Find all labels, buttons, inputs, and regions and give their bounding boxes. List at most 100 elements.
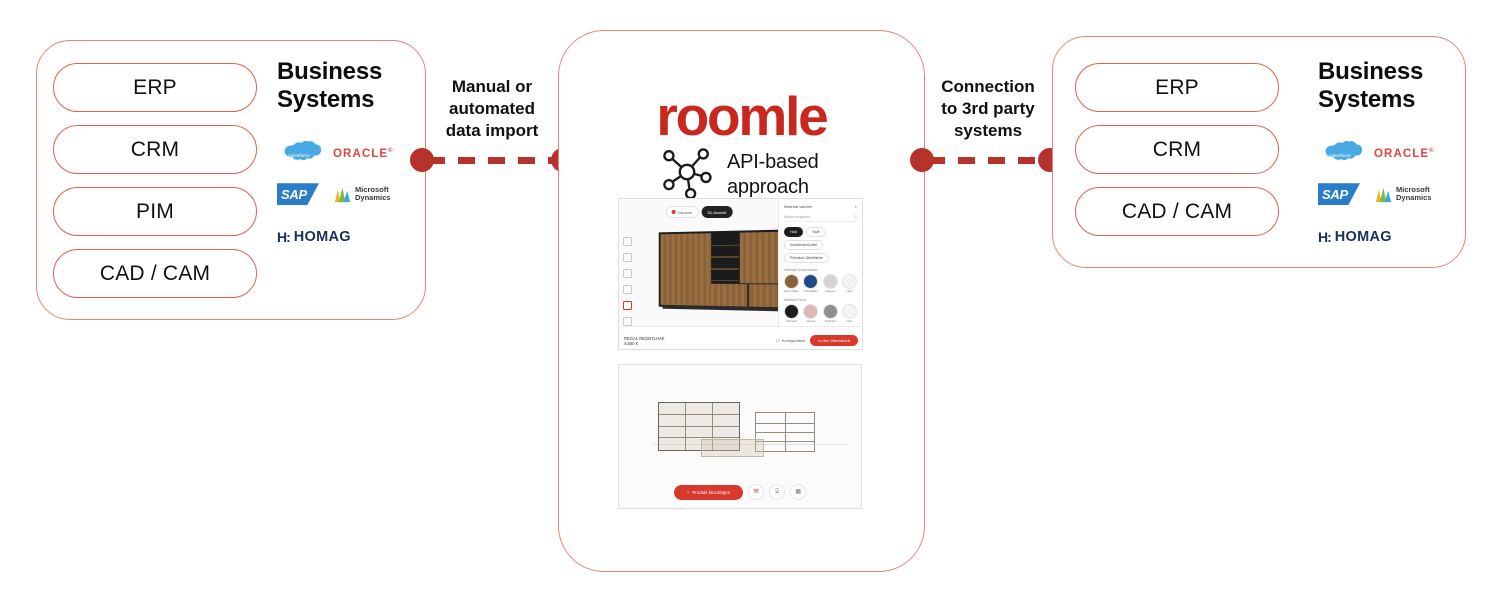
swatch[interactable]: Schwarz bbox=[783, 304, 800, 323]
pill-erp[interactable]: ERP bbox=[1075, 63, 1279, 112]
pill-label: PIM bbox=[136, 199, 174, 223]
swatch-color bbox=[822, 304, 838, 320]
swatch[interactable]: Eiche Natur bbox=[783, 274, 800, 293]
layout-tool-icon[interactable]: ▦ bbox=[790, 484, 807, 500]
furniture-tool-glyph: ⚒ bbox=[753, 489, 759, 495]
chip-stoff[interactable]: Stoff bbox=[806, 227, 826, 237]
pill-label: CRM bbox=[1152, 137, 1202, 161]
grid-tool-icon[interactable] bbox=[623, 285, 632, 294]
layout-tool-glyph: ▦ bbox=[795, 489, 802, 495]
chip-holz[interactable]: Holz bbox=[784, 227, 804, 237]
api-approach-row: API-based approach bbox=[659, 144, 819, 205]
plus-icon: + bbox=[686, 489, 690, 495]
zoom-tool-icon[interactable] bbox=[623, 317, 632, 326]
share-configuration-link[interactable]: ☐ Konfiguration bbox=[776, 338, 805, 343]
sidebar-filter-chips[interactable]: Holz Stoff Kunstleder/Leder Premium Ober… bbox=[779, 222, 862, 263]
sideboard-unit[interactable] bbox=[701, 439, 765, 457]
configurator-edit-tab[interactable]: Variante bbox=[665, 206, 699, 218]
shelf-unit-right[interactable] bbox=[754, 412, 816, 453]
planner-3d-stage[interactable]: + Produkt hinzufügen ⚒ ⌸ ▦ bbox=[619, 365, 861, 508]
swatch-more[interactable]: mehr bbox=[841, 304, 858, 323]
sap-wordmark: SAP bbox=[277, 183, 319, 206]
measure-tool-icon[interactable] bbox=[623, 253, 632, 262]
configurator-actions[interactable]: ☐ Konfiguration In den Warenkorb bbox=[776, 334, 858, 346]
swatch[interactable]: Altrosa bbox=[802, 304, 819, 323]
add-product-button[interactable]: + Produkt hinzufügen bbox=[673, 484, 744, 500]
add-to-cart-button[interactable]: In den Warenkorb bbox=[810, 334, 858, 346]
swatch[interactable]: Anthrazit bbox=[822, 304, 839, 323]
configurator-tool-rail[interactable] bbox=[623, 237, 632, 326]
swatch-color bbox=[803, 304, 819, 320]
pill-erp[interactable]: ERP bbox=[53, 63, 257, 112]
price-value: 4.500 € bbox=[624, 341, 638, 347]
shelf-line bbox=[658, 425, 739, 427]
share-icon: ☐ bbox=[776, 337, 780, 343]
oracle-registered-mark: ® bbox=[388, 148, 394, 155]
rotate-tool-icon[interactable] bbox=[623, 237, 632, 246]
sidebar-search-input[interactable]: Suche eingeben ⚲ bbox=[784, 213, 857, 222]
sap-label: SAP bbox=[281, 186, 307, 202]
wardrobe-drawer-row bbox=[711, 283, 786, 308]
material-group-2-swatches[interactable]: Schwarz Altrosa Anthrazit bbox=[779, 304, 862, 323]
ar-tool-icon[interactable] bbox=[623, 301, 632, 310]
swatch[interactable]: Kobaltblau bbox=[802, 274, 819, 293]
swatch-label-line-1: Eiche Natur bbox=[784, 289, 799, 293]
oracle-registered-mark: ® bbox=[1429, 148, 1435, 155]
label-line-1: Manual or bbox=[451, 77, 533, 96]
configurator-3d-tab[interactable]: 3D Ansicht bbox=[701, 206, 733, 218]
swatch[interactable]: Hellgrau bbox=[822, 274, 839, 293]
pill-crm[interactable]: CRM bbox=[53, 125, 257, 174]
pill-label: ERP bbox=[1155, 75, 1199, 99]
pill-label: ERP bbox=[133, 75, 177, 99]
heading-line-1: Business bbox=[277, 58, 383, 85]
right-connector bbox=[910, 148, 1062, 172]
left-pill-list: ERP CRM PIM CAD / CAM bbox=[53, 63, 257, 298]
api-approach-text: API-based approach bbox=[727, 150, 819, 199]
business-systems-heading: Business Systems bbox=[277, 58, 412, 113]
configurator-3d-stage[interactable]: Variante 3D Ansicht bbox=[619, 199, 788, 327]
pill-crm[interactable]: CRM bbox=[1075, 125, 1279, 174]
pill-cad-cam[interactable]: CAD / CAM bbox=[53, 249, 257, 298]
search-icon[interactable]: ⚲ bbox=[854, 215, 857, 219]
api-network-icon bbox=[659, 144, 715, 205]
chip-premium[interactable]: Premium Oberfläche bbox=[784, 253, 829, 263]
label-line-3: systems bbox=[953, 120, 1023, 140]
dynamics-chart-icon bbox=[333, 185, 352, 204]
room-planner-screenshot[interactable]: + Produkt hinzufügen ⚒ ⌸ ▦ bbox=[618, 364, 862, 509]
configurator-3d-label: 3D Ansicht bbox=[707, 209, 727, 215]
furniture-tool-icon[interactable]: ⚒ bbox=[748, 484, 765, 500]
swatch-label: Altrosa bbox=[807, 320, 816, 323]
product-configurator-screenshot[interactable]: Variante 3D Ansicht bbox=[618, 198, 863, 350]
configurator-material-sidebar[interactable]: Material wählen × Suche eingeben ⚲ Holz … bbox=[778, 199, 862, 327]
search-placeholder: Suche eingeben bbox=[784, 215, 810, 219]
heading-line-2: Systems bbox=[1318, 85, 1416, 113]
pill-cad-cam[interactable]: CAD / CAM bbox=[1075, 187, 1279, 236]
pill-pim[interactable]: PIM bbox=[53, 187, 257, 236]
material-group-1-swatches[interactable]: Eiche Natur Kobaltblau Hellgrau bbox=[779, 274, 862, 293]
swatch-label-line-1: mehr bbox=[846, 289, 853, 293]
business-systems-heading: Business Systems bbox=[1318, 58, 1463, 113]
homag-label: HOMAG bbox=[1334, 229, 1392, 246]
swatch-label-line-1: Hellgrau bbox=[824, 289, 836, 293]
logo-grid: salesforce ORACLE® SAP bbox=[277, 135, 412, 213]
svg-text:salesforce: salesforce bbox=[1329, 153, 1351, 159]
dynamics-label-line-1: Microsoft bbox=[1396, 184, 1430, 194]
salesforce-cloud-icon: salesforce bbox=[1318, 140, 1362, 168]
shelf-unit-left[interactable] bbox=[657, 402, 740, 451]
shelf-line bbox=[658, 436, 739, 438]
oracle-wordmark: ORACLE® bbox=[333, 148, 394, 160]
oracle-wordmark: ORACLE® bbox=[1374, 148, 1435, 160]
planner-toolbar[interactable]: + Produkt hinzufügen ⚒ ⌸ ▦ bbox=[619, 484, 861, 500]
salesforce-logo: salesforce bbox=[277, 140, 329, 168]
delete-tool-icon[interactable]: ⌸ bbox=[769, 484, 786, 500]
chip-leder[interactable]: Kunstleder/Leder bbox=[784, 240, 824, 250]
wardrobe-shelf bbox=[711, 256, 739, 258]
wardrobe-3d-model[interactable] bbox=[656, 229, 788, 312]
swatch-more[interactable]: mehr bbox=[841, 274, 858, 293]
left-connector-start-dot bbox=[410, 148, 434, 172]
close-icon[interactable]: × bbox=[854, 204, 857, 209]
salesforce-logo: salesforce bbox=[1318, 140, 1370, 168]
heading-line-2: Systems bbox=[277, 85, 375, 113]
camera-tool-icon[interactable] bbox=[623, 269, 632, 278]
configurator-topbar: Variante 3D Ansicht bbox=[665, 206, 733, 218]
